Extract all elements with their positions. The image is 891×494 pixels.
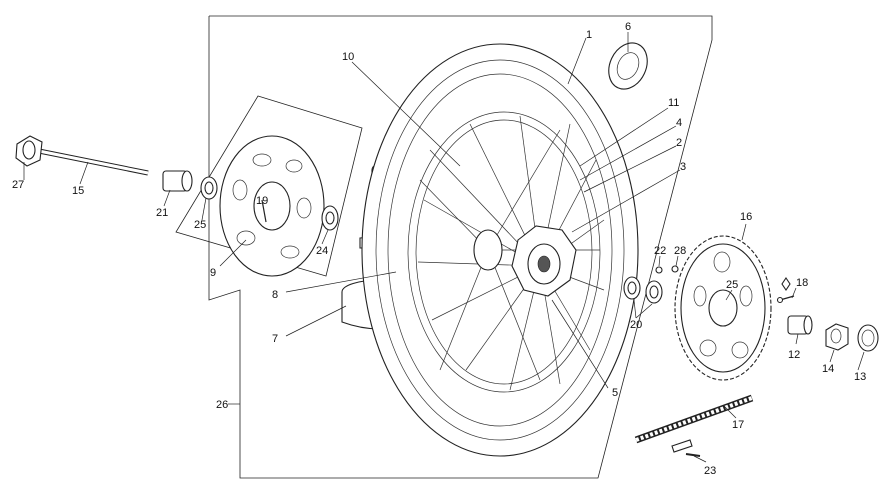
brake-disc-part [219, 135, 325, 277]
chain-link-part [685, 453, 701, 457]
label-6: 6 [625, 21, 631, 33]
label-23: 23 [704, 465, 716, 477]
label-16: 16 [740, 211, 752, 223]
axle-part [15, 135, 149, 176]
cap-part [857, 324, 879, 352]
label-10: 10 [342, 51, 354, 63]
label-20: 20 [630, 319, 642, 331]
spacer-part [162, 170, 218, 200]
label-19: 19 [256, 195, 268, 207]
chain-part [634, 394, 754, 453]
label-17: 17 [732, 419, 744, 431]
label-12: 12 [788, 349, 800, 361]
bearing-part [321, 205, 339, 231]
label-24: 24 [316, 245, 328, 257]
label-25-left: 25 [194, 219, 206, 231]
label-11: 11 [668, 97, 679, 109]
sprocket-bolt-part [776, 277, 795, 304]
label-13: 13 [854, 371, 866, 383]
label-28: 28 [674, 245, 686, 257]
leader-lines [23, 32, 865, 463]
right-nut-part [825, 323, 849, 351]
label-21: 21 [156, 207, 168, 219]
label-8: 8 [272, 289, 278, 301]
label-4: 4 [676, 117, 682, 129]
nut-bolt-part [655, 265, 679, 274]
label-18: 18 [796, 277, 808, 289]
label-3: 3 [680, 161, 686, 173]
label-1: 1 [586, 29, 592, 41]
valve-part [608, 42, 648, 90]
hub-part [473, 225, 577, 297]
label-14: 14 [822, 363, 834, 375]
assembly-frame [208, 15, 713, 479]
label-25-right: 25 [726, 279, 738, 291]
label-9: 9 [210, 267, 216, 279]
label-2: 2 [676, 137, 682, 149]
right-spacer-part [787, 315, 813, 335]
label-7: 7 [272, 333, 278, 345]
label-22: 22 [654, 245, 666, 257]
label-27: 27 [12, 179, 24, 191]
sprocket-part [674, 235, 772, 381]
label-15: 15 [72, 185, 84, 197]
label-26: 26 [216, 399, 228, 411]
label-5: 5 [612, 387, 618, 399]
wheel-bearings-part [623, 276, 663, 304]
